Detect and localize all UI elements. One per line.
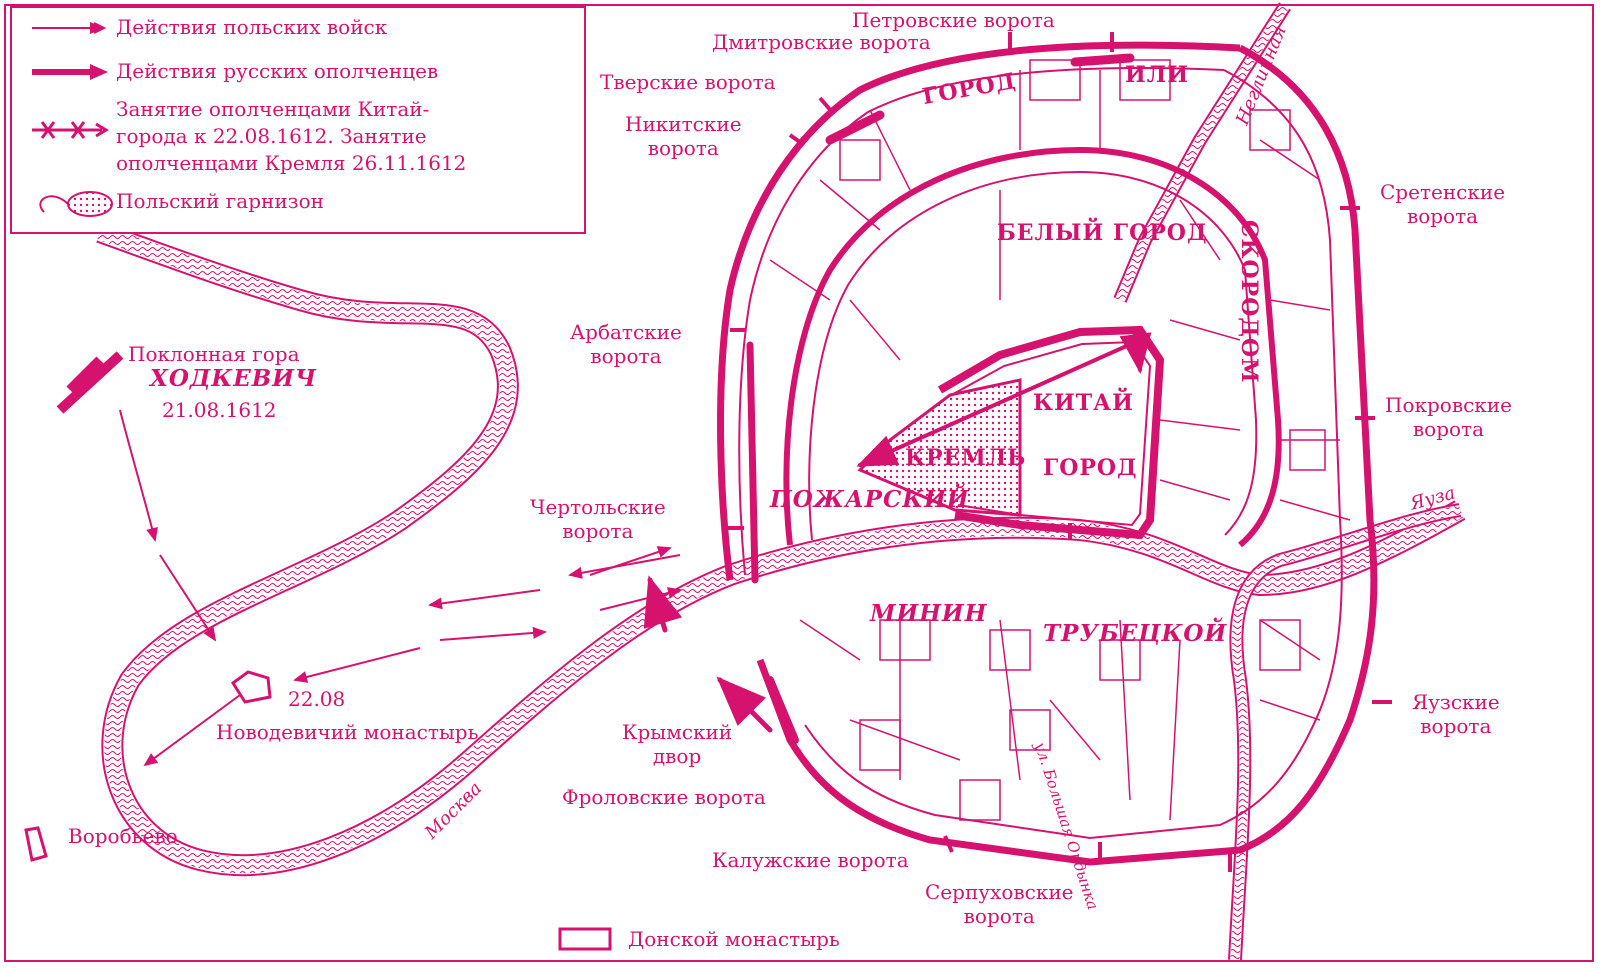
legend-label-line: ополченцами Кремля 26.11.1612 bbox=[116, 151, 467, 175]
commander-pozharsky: ПОЖАРСКИЙ bbox=[770, 486, 970, 513]
district-gorod-kitay: ГОРОД bbox=[1043, 455, 1138, 481]
thick-arrow-icon bbox=[12, 60, 116, 84]
district-skorodom: СКОРОДОМ bbox=[1236, 220, 1262, 384]
crossed-arrow-icon bbox=[12, 118, 116, 142]
neglinnaya-river bbox=[1113, 2, 1291, 303]
gate-dmitrovskie: Дмитровские ворота bbox=[712, 30, 931, 54]
legend-label-line: города к 22.08.1612. Занятие bbox=[116, 124, 427, 148]
district-ili: ИЛИ bbox=[1125, 62, 1190, 88]
gate-petrovskie: Петровские ворота bbox=[852, 8, 1055, 32]
gate-frolovskie: Фроловские ворота bbox=[562, 785, 766, 809]
place-khodkevich-date: 21.08.1612 bbox=[162, 398, 277, 422]
place-novodevichy-date: 22.08 bbox=[288, 687, 346, 711]
dotted-garrison-icon bbox=[12, 190, 116, 217]
legend-item-garrison: Польский гарнизон bbox=[12, 188, 324, 217]
thin-arrow-icon bbox=[12, 16, 116, 40]
commander-trubetskoy: ТРУБЕЦКОЙ bbox=[1043, 620, 1228, 647]
commander-minin: МИНИН bbox=[870, 600, 988, 627]
legend-item-occupation: Занятие ополченцами Китай- города к 22.0… bbox=[12, 96, 466, 177]
district-bely-gorod: БЕЛЫЙ ГОРОД bbox=[997, 220, 1208, 246]
place-donskoy: Донской монастырь bbox=[628, 927, 840, 951]
streets bbox=[769, 59, 1351, 821]
legend-item-russian: Действия русских ополченцев bbox=[12, 58, 438, 85]
gate-kaluzhskie: Калужские ворота bbox=[712, 848, 909, 872]
place-vorobyovo: Воробьево bbox=[68, 824, 178, 848]
polish-actions bbox=[119, 409, 682, 767]
legend-label-line: Занятие ополченцами Китай- bbox=[116, 97, 430, 121]
zemlyanoy-gorod-wall bbox=[717, 41, 1378, 866]
legend: Действия польских войск Действия русских… bbox=[10, 6, 586, 234]
novodevichy-monastery-icon bbox=[230, 670, 272, 704]
yauza-river bbox=[1228, 503, 1462, 961]
poklonnaya-hill-mark bbox=[56, 351, 124, 414]
place-novodevichy: Новодевичий монастырь bbox=[216, 720, 479, 744]
vorobyovo-icon bbox=[24, 826, 48, 862]
legend-label: Действия польских войск bbox=[116, 15, 388, 39]
commander-khodkevich: ХОДКЕВИЧ bbox=[150, 365, 317, 392]
place-poklonnaya: Поклонная гора bbox=[128, 342, 300, 366]
gate-tverskie: Тверские ворота bbox=[600, 70, 776, 94]
donskoy-monastery-icon bbox=[558, 927, 612, 951]
bely-gorod-wall bbox=[783, 146, 1282, 548]
legend-item-polish: Действия польских войск bbox=[12, 14, 387, 41]
district-kreml: КРЕМЛЬ bbox=[905, 445, 1027, 471]
legend-label: Польский гарнизон bbox=[116, 189, 324, 213]
district-kitay: КИТАЙ bbox=[1033, 390, 1134, 416]
russian-militia-actions bbox=[643, 53, 1152, 744]
legend-label: Действия русских ополченцев bbox=[116, 59, 439, 83]
gate-marks bbox=[725, 32, 1392, 872]
